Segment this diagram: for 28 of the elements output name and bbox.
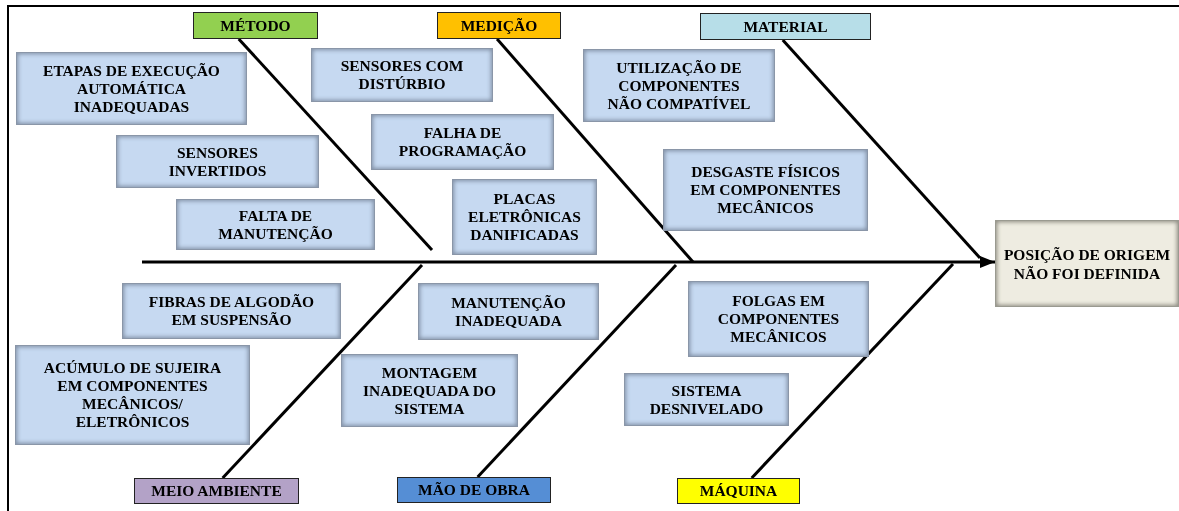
- bone-line: [781, 39, 982, 259]
- cause-box: ACÚMULO DE SUJEIRA EM COMPONENTES MECÂNICOS/ ELETRÔNICOS: [15, 345, 250, 445]
- cause-box: FIBRAS DE ALGODÃO EM SUSPENSÃO: [122, 283, 341, 339]
- cause-box: FOLGAS EM COMPONENTES MECÂNICOS: [688, 281, 869, 357]
- bone-line: [495, 38, 695, 263]
- category-label: MEDIÇÃO: [437, 12, 561, 39]
- cause-box: MANUTENÇÃO INADEQUADA: [418, 283, 599, 340]
- category-label: MATERIAL: [700, 13, 871, 40]
- cause-box: MONTAGEM INADEQUADA DO SISTEMA: [341, 354, 518, 427]
- bone-line: [476, 263, 678, 479]
- bone-line: [750, 262, 955, 480]
- cause-box: SISTEMA DESNIVELADO: [624, 373, 789, 426]
- cause-box: DESGASTE FÍSICOS EM COMPONENTES MECÂNICOS: [663, 149, 868, 231]
- category-label: MÉTODO: [193, 12, 318, 39]
- cause-box: SENSORES INVERTIDOS: [116, 135, 319, 188]
- cause-box: ETAPAS DE EXECUÇÃO AUTOMÁTICA INADEQUADAS: [16, 52, 247, 125]
- cause-box: SENSORES COM DISTÚRBIO: [311, 48, 493, 102]
- cause-box: FALHA DE PROGRAMAÇÃO: [371, 114, 554, 170]
- category-label: MÁQUINA: [677, 478, 800, 504]
- effect-box: POSIÇÃO DE ORIGEM NÃO FOI DEFINIDA: [995, 220, 1179, 307]
- bone-line: [221, 263, 424, 480]
- spine-arrow: [142, 256, 995, 268]
- cause-box: PLACAS ELETRÔNICAS DANIFICADAS: [452, 179, 597, 255]
- cause-box: FALTA DE MANUTENÇÃO: [176, 199, 375, 250]
- cause-box: UTILIZAÇÃO DE COMPONENTES NÃO COMPATÍVEL: [583, 49, 775, 122]
- bone-line: [237, 38, 434, 251]
- category-label: MÃO DE OBRA: [397, 477, 551, 503]
- category-label: MEIO AMBIENTE: [134, 478, 299, 504]
